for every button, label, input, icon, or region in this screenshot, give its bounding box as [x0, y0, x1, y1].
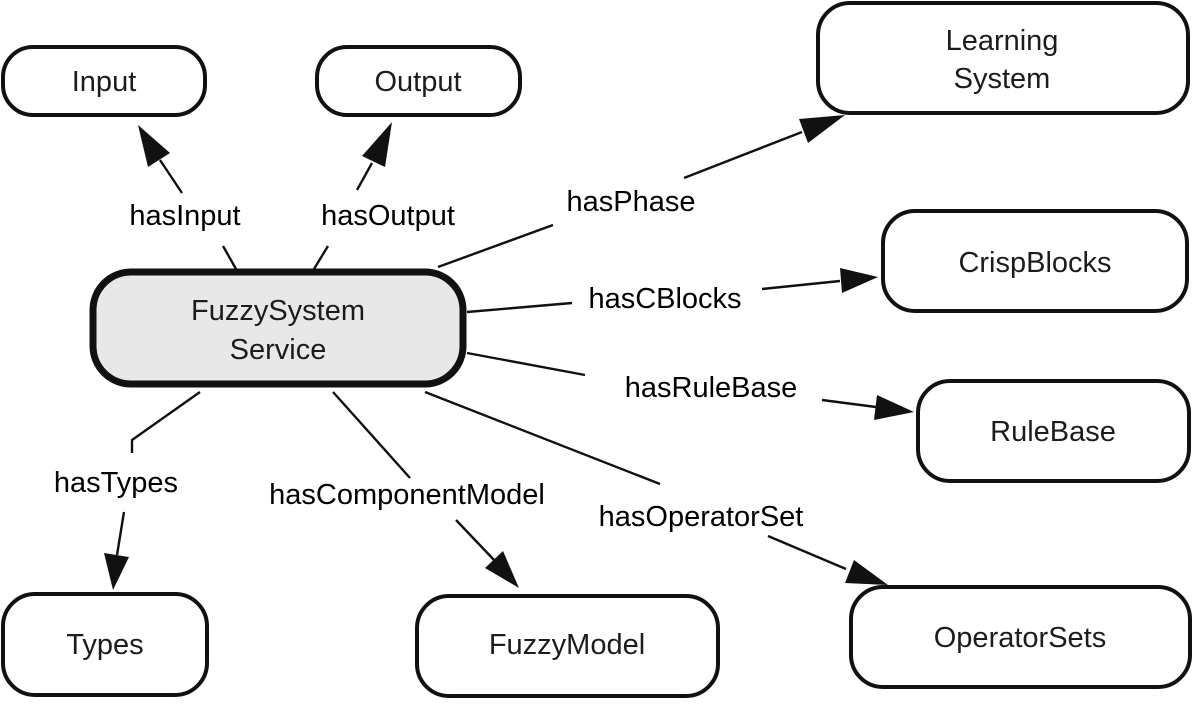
- edge-has-input: hasInput: [129, 125, 241, 270]
- edge-has-component-model: hasComponentModel: [269, 391, 545, 588]
- node-rule-base: RuleBase: [916, 379, 1191, 483]
- node-label-learning-line2: System: [954, 63, 1051, 95]
- node-types: Types: [1, 592, 209, 697]
- node-fuzzy-system-service: FuzzySystem Service: [89, 268, 467, 388]
- edge-label-has-component-model: hasComponentModel: [269, 479, 545, 511]
- node-label-line1: FuzzySystem: [191, 295, 365, 327]
- node-fuzzy-model: FuzzyModel: [415, 594, 720, 698]
- edge-label-has-types: hasTypes: [54, 467, 178, 499]
- node-label-input: Input: [72, 66, 137, 98]
- node-label-fuzzy-model: FuzzyModel: [489, 629, 645, 661]
- node-label-rule-base: RuleBase: [990, 416, 1116, 448]
- node-output: Output: [315, 45, 522, 117]
- edge-label-has-operator-set: hasOperatorSet: [599, 501, 804, 533]
- edge-has-cblocks: hasCBlocks: [466, 268, 878, 315]
- edge-has-types: hasTypes: [54, 391, 201, 590]
- edge-label-has-rule-base: hasRuleBase: [625, 372, 798, 404]
- node-learning-system: Learning System: [816, 1, 1190, 115]
- node-operator-sets: OperatorSets: [849, 585, 1192, 689]
- node-label-operator-sets: OperatorSets: [934, 622, 1106, 654]
- edge-has-rule-base: hasRuleBase: [466, 351, 914, 420]
- edge-has-output: hasOutput: [312, 122, 455, 270]
- node-label-crisp-blocks: CrispBlocks: [958, 247, 1111, 279]
- edge-has-phase: hasPhase: [437, 115, 845, 269]
- edge-label-has-cblocks: hasCBlocks: [588, 283, 741, 315]
- node-label-learning-line1: Learning: [946, 25, 1059, 57]
- node-input: Input: [1, 45, 207, 117]
- node-label-output: Output: [374, 66, 461, 98]
- edge-label-has-output: hasOutput: [321, 200, 455, 232]
- node-crisp-blocks: CrispBlocks: [881, 209, 1189, 313]
- node-label-line2: Service: [230, 334, 327, 366]
- edge-label-has-input: hasInput: [129, 200, 240, 232]
- edge-has-operator-set: hasOperatorSet: [424, 390, 888, 585]
- edge-label-has-phase: hasPhase: [567, 186, 696, 218]
- node-label-types: Types: [66, 629, 143, 661]
